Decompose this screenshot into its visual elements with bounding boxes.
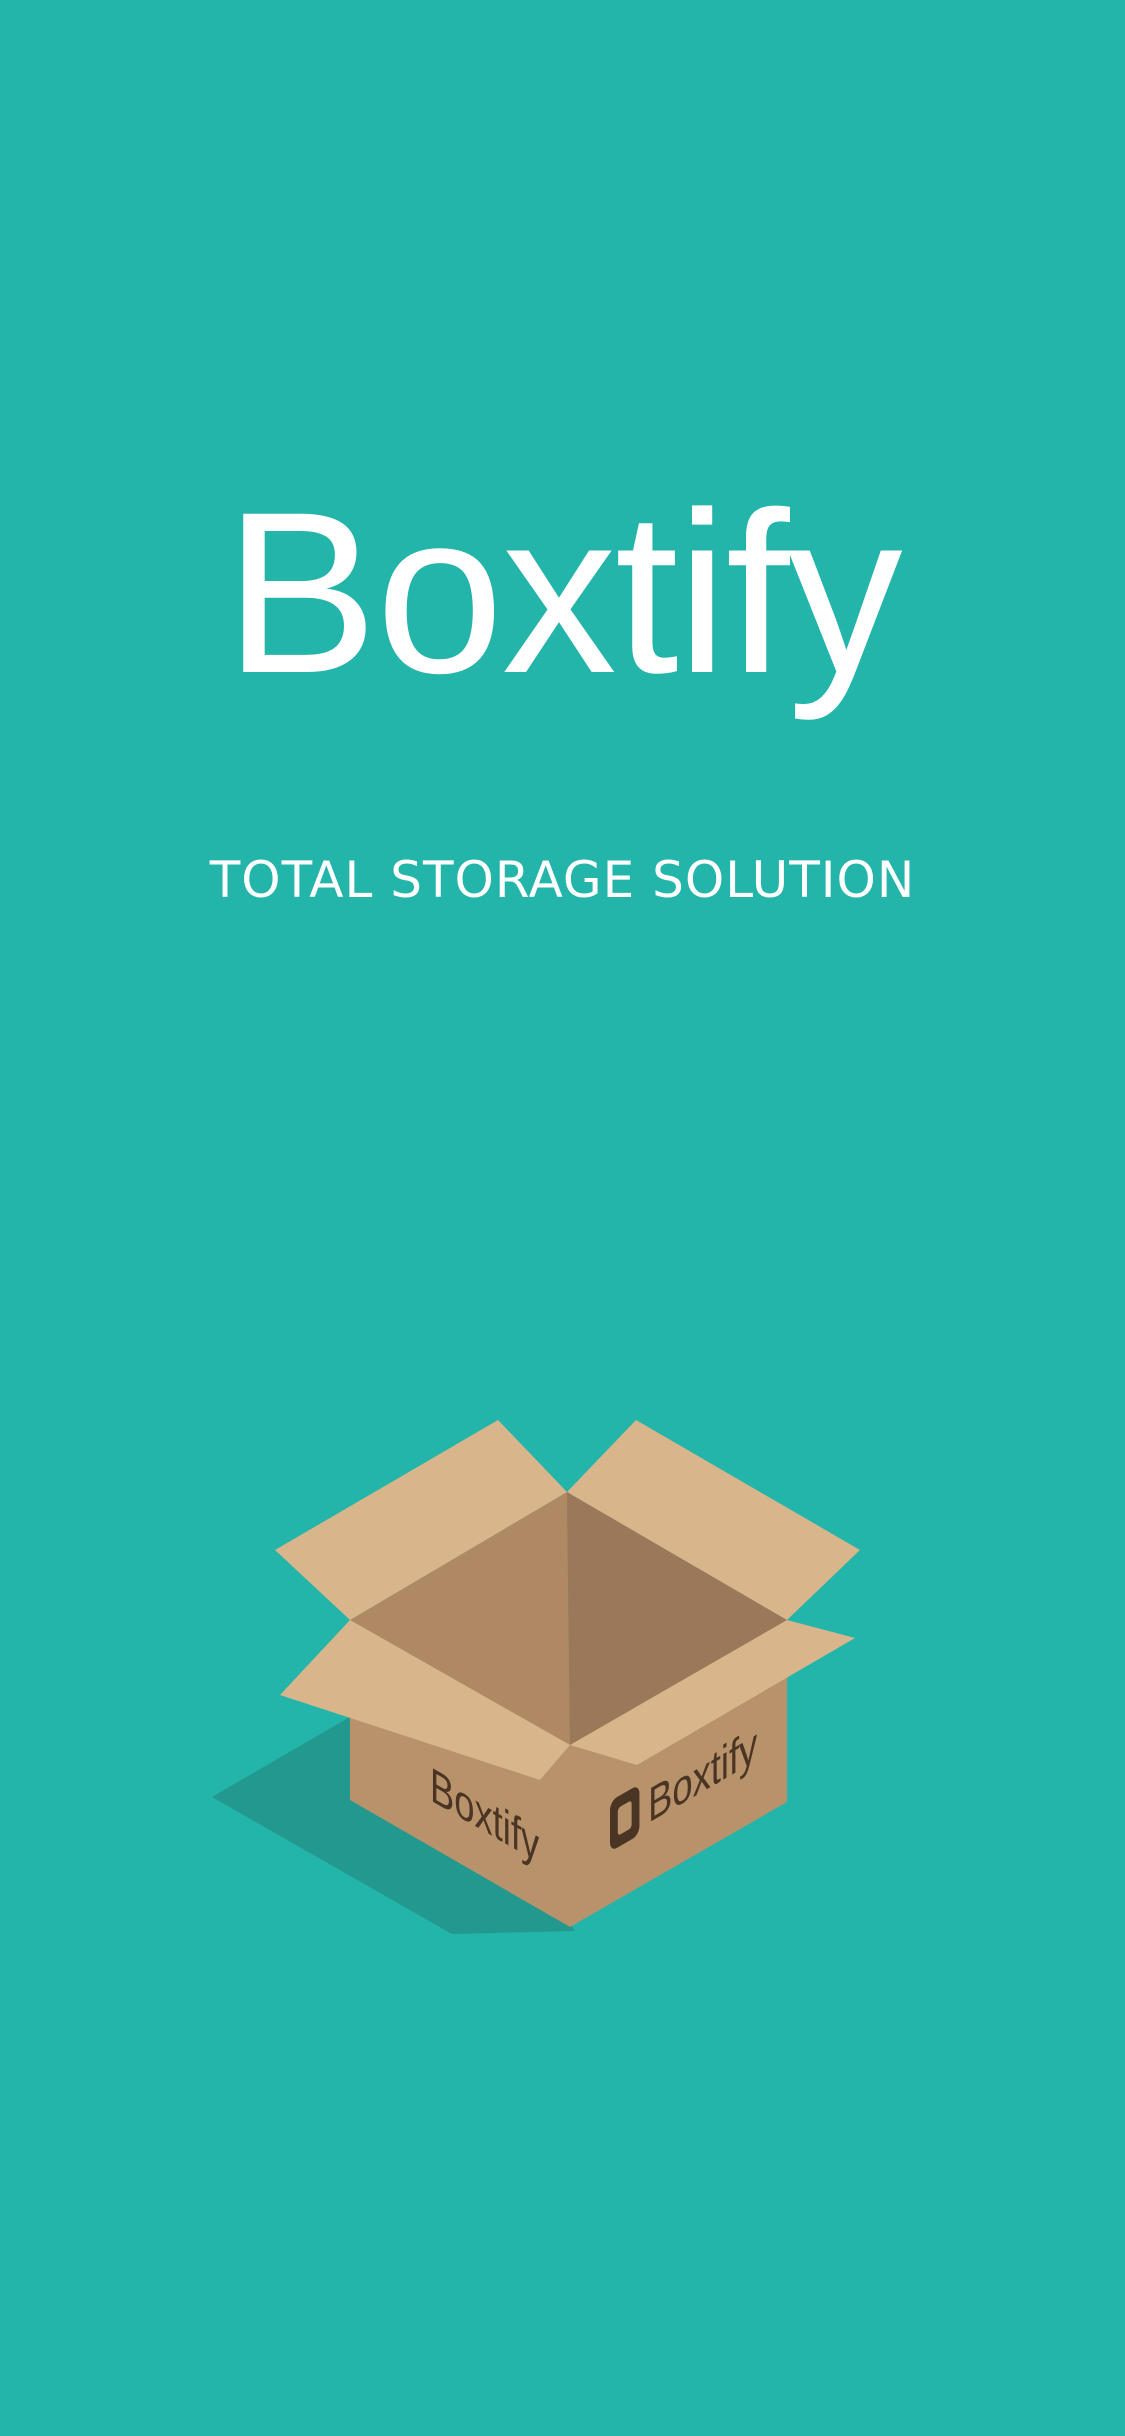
box-illustration: Boxtify Boxtify <box>212 1420 860 1934</box>
box-flap-back-right <box>567 1420 860 1620</box>
box-flap-back-left <box>275 1420 567 1620</box>
tagline: TOTAL STORAGE SOLUTION <box>209 851 916 909</box>
box-inner-bottom <box>350 1492 787 1745</box>
box-flap-front-left <box>280 1620 570 1780</box>
box-flap-front-right <box>570 1620 855 1765</box>
app-title: Boxtify <box>224 464 902 721</box>
